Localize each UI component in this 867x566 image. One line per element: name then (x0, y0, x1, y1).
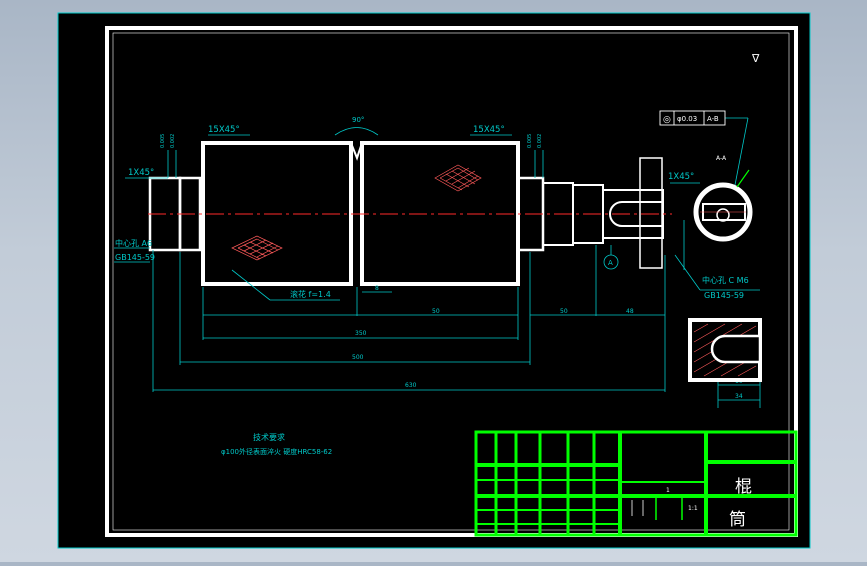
tolerance-frame: ◎ φ0.03 A-B (659, 110, 726, 126)
groove-angle: 90° (352, 116, 364, 124)
standard-right: GB145-59 (704, 291, 744, 300)
dim-span: 500 (352, 354, 364, 361)
knurl-note: 滚花 f=1.4 (290, 289, 331, 299)
chamfer-top-right: 15X45° (473, 125, 505, 135)
inner-border (112, 32, 790, 531)
roughness-mark: ∇ (751, 52, 760, 65)
scale: 1:1 (688, 505, 698, 512)
standard-left: GB145-59 (115, 253, 155, 262)
part-name-1: 棍 (735, 477, 752, 497)
knurl-pattern-right (434, 164, 482, 192)
chamfer-top-left: 15X45° (208, 125, 240, 135)
part-name-2: 筒 (729, 510, 746, 530)
dim-total: 630 (405, 382, 417, 389)
technical-notes: 技术要求 φ100外径表面淬火 硬度HRC58-62 (221, 432, 332, 456)
center-hole-right: 中心孔 C M6 (702, 275, 749, 285)
title-block (474, 430, 798, 537)
dim-end-right: 48 (626, 308, 634, 315)
center-hole-left: 中心孔 A6 (115, 238, 152, 248)
section-label: A-A (716, 155, 727, 162)
dim-body-right: 50 (432, 308, 440, 315)
svg-text:◎: ◎ (663, 115, 671, 125)
dim-shaft-right: 50 (560, 308, 568, 315)
notes-line-1: φ100外径表面淬火 硬度HRC58-62 (221, 447, 332, 456)
svg-text:A-B: A-B (707, 115, 719, 123)
section-view: A-A (693, 155, 753, 242)
sheet-border (105, 26, 798, 537)
dimension-texts: 15X45° 15X45° 1X45° 1X45° 90° 中心孔 A6 GB1… (115, 116, 749, 400)
chamfer-right: 1X45° (668, 172, 694, 182)
datum-label: A (608, 259, 613, 267)
tol-right-2: 0.002 (537, 134, 543, 148)
chamfer-left: 1X45° (128, 168, 154, 178)
tol-left-2: 0.002 (170, 134, 176, 148)
dimension-lines (114, 117, 761, 408)
drawing-canvas[interactable] (57, 12, 811, 549)
dim-detail-2: 34 (735, 393, 743, 400)
center-groove (350, 142, 363, 161)
tol-left-1: 0.005 (160, 134, 166, 148)
knurl-pattern-left (231, 235, 283, 261)
tol-right-1: 0.005 (527, 134, 533, 148)
end-flange (639, 157, 663, 269)
detail-view (688, 318, 762, 382)
sheet: 1 (666, 487, 670, 494)
svg-text:φ0.03: φ0.03 (677, 115, 697, 123)
notes-heading: 技术要求 (253, 432, 285, 442)
title-block-text: 棍 筒 1:1 1 (666, 477, 752, 530)
slot (609, 201, 663, 227)
dim-groove: 8 (375, 285, 379, 292)
dim-body-left: 350 (355, 330, 367, 337)
